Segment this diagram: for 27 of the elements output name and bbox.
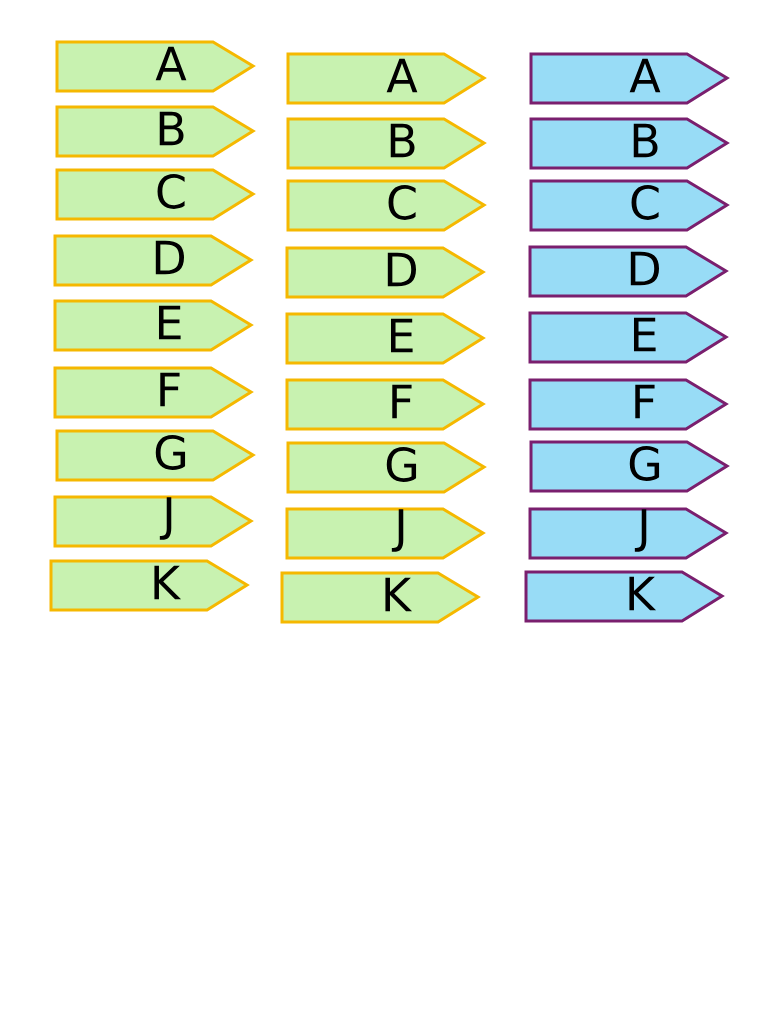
letter-tag: C — [529, 179, 730, 232]
letter-tag: A — [55, 40, 256, 93]
letter-tag: B — [55, 105, 256, 158]
letter-tag: G — [286, 441, 487, 494]
letter-tag: F — [528, 378, 729, 431]
letter-tag: G — [529, 440, 730, 493]
letter-tag: D — [528, 245, 729, 298]
letter-tag: A — [286, 52, 487, 105]
letter-tag: F — [53, 366, 254, 419]
letter-tag: D — [53, 234, 254, 287]
letter-tag: A — [529, 52, 730, 105]
letter-tag: D — [285, 246, 486, 299]
letter-tag: B — [529, 117, 730, 170]
letter-tag: K — [49, 559, 250, 612]
letter-tag: K — [524, 570, 725, 623]
letter-tag: E — [528, 311, 729, 364]
letter-tag: F — [285, 378, 486, 431]
letter-tag: J — [285, 507, 486, 560]
letter-tag: E — [53, 299, 254, 352]
letter-tag: J — [53, 495, 254, 548]
letter-tag: E — [285, 312, 486, 365]
letter-tag: J — [528, 507, 729, 560]
letter-tag: C — [286, 179, 487, 232]
letter-tag: C — [55, 168, 256, 221]
letter-tag: K — [280, 571, 481, 624]
letter-tag: B — [286, 117, 487, 170]
letter-tag: G — [55, 429, 256, 482]
